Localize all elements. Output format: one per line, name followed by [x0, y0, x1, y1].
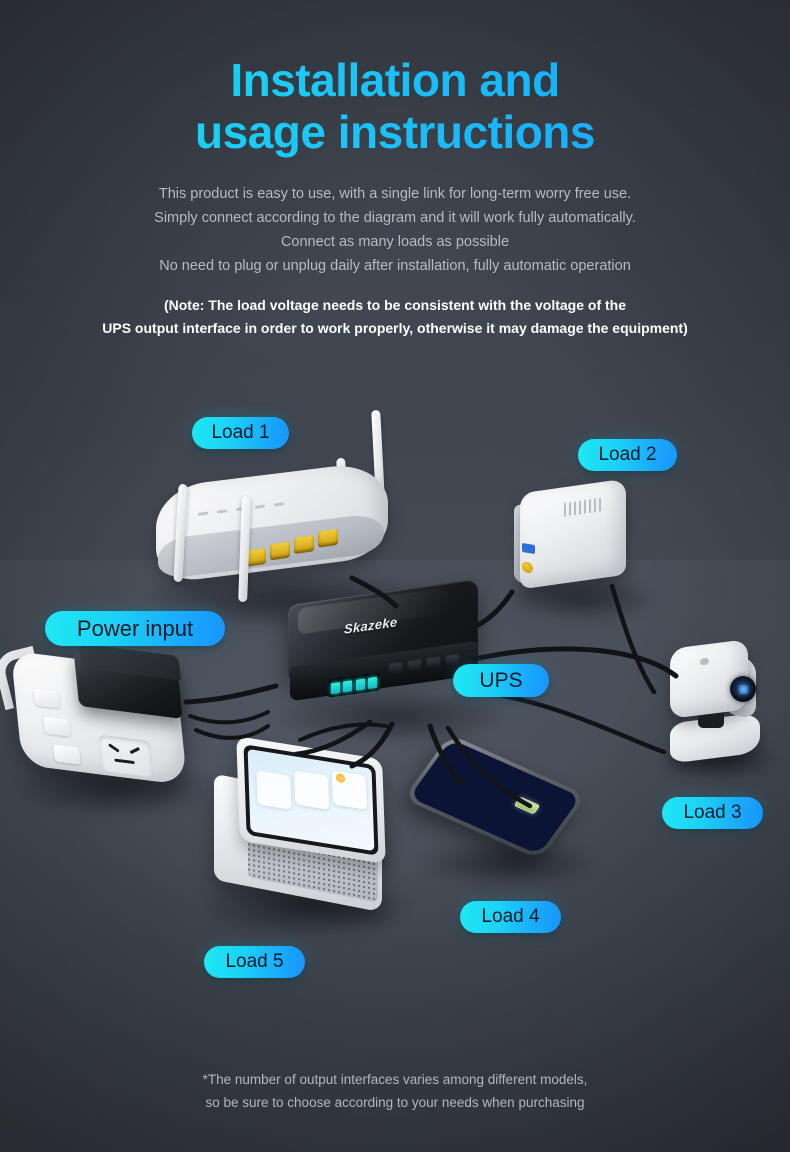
note-line-1: (Note: The load voltage needs to be cons… [163, 297, 627, 314]
title-line-2: usage instructions [195, 105, 595, 158]
device-router [142, 409, 404, 608]
label-load-5: Load 5 [204, 946, 305, 978]
display-widget-card-1 [256, 770, 292, 810]
intro-paragraph: This product is easy to use, with a sing… [0, 182, 790, 278]
subtitle-line-2: Simply connect according to the diagram … [154, 210, 636, 227]
modem-body [520, 478, 626, 590]
label-load-2: Load 2 [578, 439, 677, 471]
camera-lens-icon [730, 676, 756, 702]
strip-switch-3[interactable] [53, 744, 81, 765]
device-smart-display [208, 736, 408, 928]
label-load-3: Load 3 [662, 797, 763, 829]
label-load-1: Load 1 [192, 417, 289, 449]
phone-shadow [424, 840, 592, 886]
device-fiber-modem [506, 478, 638, 608]
footer-disclaimer: *The number of output interfaces varies … [0, 1068, 790, 1114]
voltage-note: (Note: The load voltage needs to be cons… [0, 294, 790, 340]
strip-socket [98, 734, 154, 778]
label-power-input: Power input [45, 611, 225, 646]
subtitle-line-3: Connect as many loads as possible [280, 234, 510, 251]
label-load-4: Load 4 [460, 901, 561, 933]
subtitle-line-1: This product is easy to use, with a sing… [158, 186, 632, 203]
display-widget-card-2 [294, 770, 330, 810]
strip-switch-2[interactable] [43, 716, 71, 737]
strip-switch-1[interactable] [33, 688, 61, 709]
header: Installation and usage instructions This… [0, 0, 790, 340]
subtitle-line-4: No need to plug or unplug daily after in… [159, 258, 631, 275]
footer-line-1: *The number of output interfaces varies … [202, 1072, 588, 1087]
footer-line-2: so be sure to choose according to your n… [205, 1095, 585, 1110]
page-title: Installation and usage instructions [0, 55, 790, 158]
device-smartphone [403, 734, 587, 890]
device-security-camera [664, 639, 780, 768]
note-line-2: UPS output interface in order to work pr… [102, 320, 688, 337]
title-line-1: Installation and [230, 54, 560, 106]
label-ups: UPS [453, 664, 549, 697]
device-power-adapter [73, 643, 202, 740]
device-ups: Skazeke [280, 578, 490, 712]
cable-adapter-coil-2 [194, 724, 270, 740]
